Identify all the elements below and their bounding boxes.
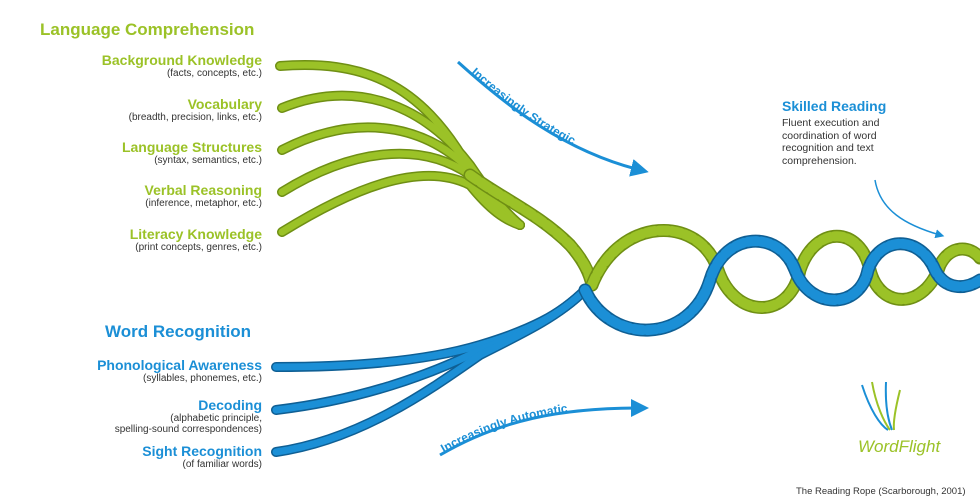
word-strands [271, 285, 590, 457]
strategic-arrow-label: Increasingly Strategic [469, 65, 578, 148]
skilled-reading-title: Skilled Reading [782, 98, 887, 114]
skilled-arrow [874, 179, 945, 239]
strand-detail: (breadth, precision, links, etc.) [128, 112, 262, 123]
automatic-arrow-label: Increasingly Automatic [438, 401, 568, 455]
strand-detail: (facts, concepts, etc.) [166, 68, 262, 79]
language-comprehension-title: Language Comprehension [40, 20, 255, 39]
strand-label: Verbal Reasoning [144, 182, 262, 198]
strand-label: Sight Recognition [142, 443, 262, 459]
strand-phonological-awareness: Phonological Awareness (syllables, phone… [97, 357, 262, 384]
strand-detail: (of familiar words) [182, 459, 262, 470]
strand-detail-2: spelling-sound correspondences) [114, 424, 262, 435]
strand-literacy-knowledge: Literacy Knowledge (print concepts, genr… [130, 226, 262, 253]
strand-detail: (print concepts, genres, etc.) [135, 242, 262, 253]
wordflight-logo-text: WordFlight [858, 437, 941, 456]
strand-label: Literacy Knowledge [129, 226, 262, 242]
braided-rope [578, 223, 980, 337]
strand-detail: (syllables, phonemes, etc.) [143, 373, 262, 384]
strand-language-structures: Language Structures (syntax, semantics, … [122, 139, 262, 166]
wordflight-logo-mark [861, 381, 901, 431]
strand-detail: (syntax, semantics, etc.) [154, 155, 262, 166]
strand-label: Language Structures [121, 139, 262, 155]
strand-verbal-reasoning: Verbal Reasoning (inference, metaphor, e… [145, 182, 262, 209]
strand-sight-recognition: Sight Recognition (of familiar words) [142, 443, 262, 470]
strand-detail: (alphabetic principle, [170, 413, 262, 424]
strand-decoding: Decoding (alphabetic principle, spelling… [115, 397, 262, 435]
strand-background-knowledge: Background Knowledge (facts, concepts, e… [102, 52, 262, 79]
language-strands [275, 60, 599, 292]
skilled-reading-description: Fluent execution and coordination of wor… [782, 117, 880, 167]
word-recognition-title: Word Recognition [105, 322, 252, 341]
automatic-arrow [439, 399, 649, 457]
figure-caption: The Reading Rope (Scarborough, 2001) [796, 486, 966, 497]
strand-label: Phonological Awareness [97, 357, 262, 373]
strand-detail: (inference, metaphor, etc.) [145, 198, 262, 209]
strand-vocabulary: Vocabulary (breadth, precision, links, e… [129, 96, 262, 123]
strand-label: Background Knowledge [101, 52, 262, 68]
strand-label: Vocabulary [187, 96, 262, 112]
strand-label: Decoding [198, 397, 262, 413]
strategic-arrow [456, 60, 649, 177]
